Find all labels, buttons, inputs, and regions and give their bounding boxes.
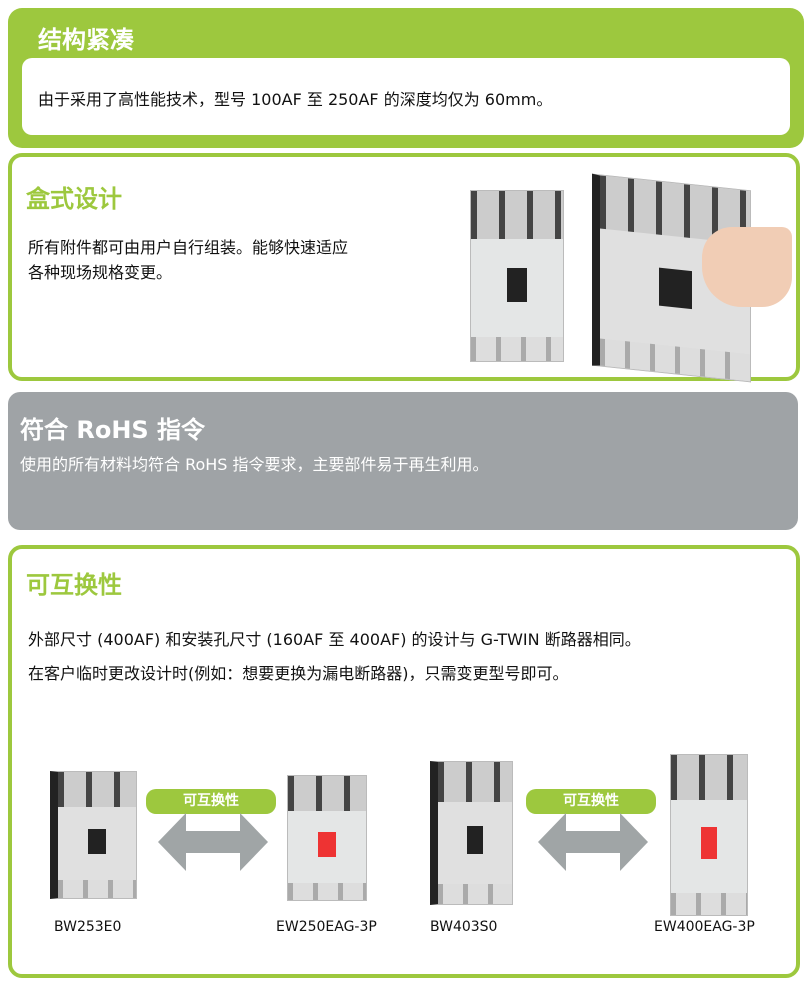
double-arrow-icon [538, 813, 648, 871]
line: 外部尺寸 (400AF) 和安装孔尺寸 (160AF 至 400AF) 的设计与… [28, 630, 641, 649]
interchange-badge: 可互换性 [526, 789, 656, 814]
double-arrow-icon [158, 813, 268, 871]
interchange-section: 可互换性 外部尺寸 (400AF) 和安装孔尺寸 (160AF 至 400AF)… [8, 545, 800, 978]
breaker-ew250eag-image [287, 775, 367, 901]
model-label: EW400EAG-3P [654, 919, 755, 935]
breaker-bw403s0-image [430, 761, 513, 905]
breaker-image [470, 190, 564, 362]
interchange-badge: 可互换性 [146, 789, 276, 814]
breaker-ew400eag-image [670, 754, 748, 916]
line: 各种现场规格变更。 [28, 263, 173, 282]
box-design-text: 所有附件都可由用户自行组装。能够快速适应各种现场规格变更。 [28, 235, 348, 285]
interchange-title: 可互换性 [26, 571, 122, 599]
box-design-title: 盒式设计 [26, 185, 122, 213]
compact-section: 结构紧凑 由于采用了高性能技术，型号 100AF 至 250AF 的深度均仅为 … [8, 8, 804, 148]
compact-text: 由于采用了高性能技术，型号 100AF 至 250AF 的深度均仅为 60mm。 [38, 90, 553, 109]
rohs-section: 符合 RoHS 指令 使用的所有材料均符合 RoHS 指令要求，主要部件易于再生… [8, 392, 798, 530]
rohs-text: 使用的所有材料均符合 RoHS 指令要求，主要部件易于再生利用。 [20, 455, 489, 474]
model-label: EW250EAG-3P [276, 919, 377, 935]
interchange-text: 外部尺寸 (400AF) 和安装孔尺寸 (160AF 至 400AF) 的设计与… [28, 623, 641, 691]
compact-title: 结构紧凑 [38, 26, 134, 54]
rohs-title: 符合 RoHS 指令 [20, 416, 206, 444]
breaker-bw253e0-image [50, 771, 137, 899]
model-label: BW253E0 [54, 919, 122, 935]
box-design-section: 盒式设计 所有附件都可由用户自行组装。能够快速适应各种现场规格变更。 [8, 153, 800, 383]
compact-body: 由于采用了高性能技术，型号 100AF 至 250AF 的深度均仅为 60mm。 [22, 58, 790, 135]
line: 在客户临时更改设计时(例如：想要更换为漏电断路器)，只需变更型号即可。 [28, 664, 569, 683]
line: 所有附件都可由用户自行组装。能够快速适应 [28, 238, 349, 257]
hand-image [702, 227, 792, 307]
model-label: BW403S0 [430, 919, 498, 935]
